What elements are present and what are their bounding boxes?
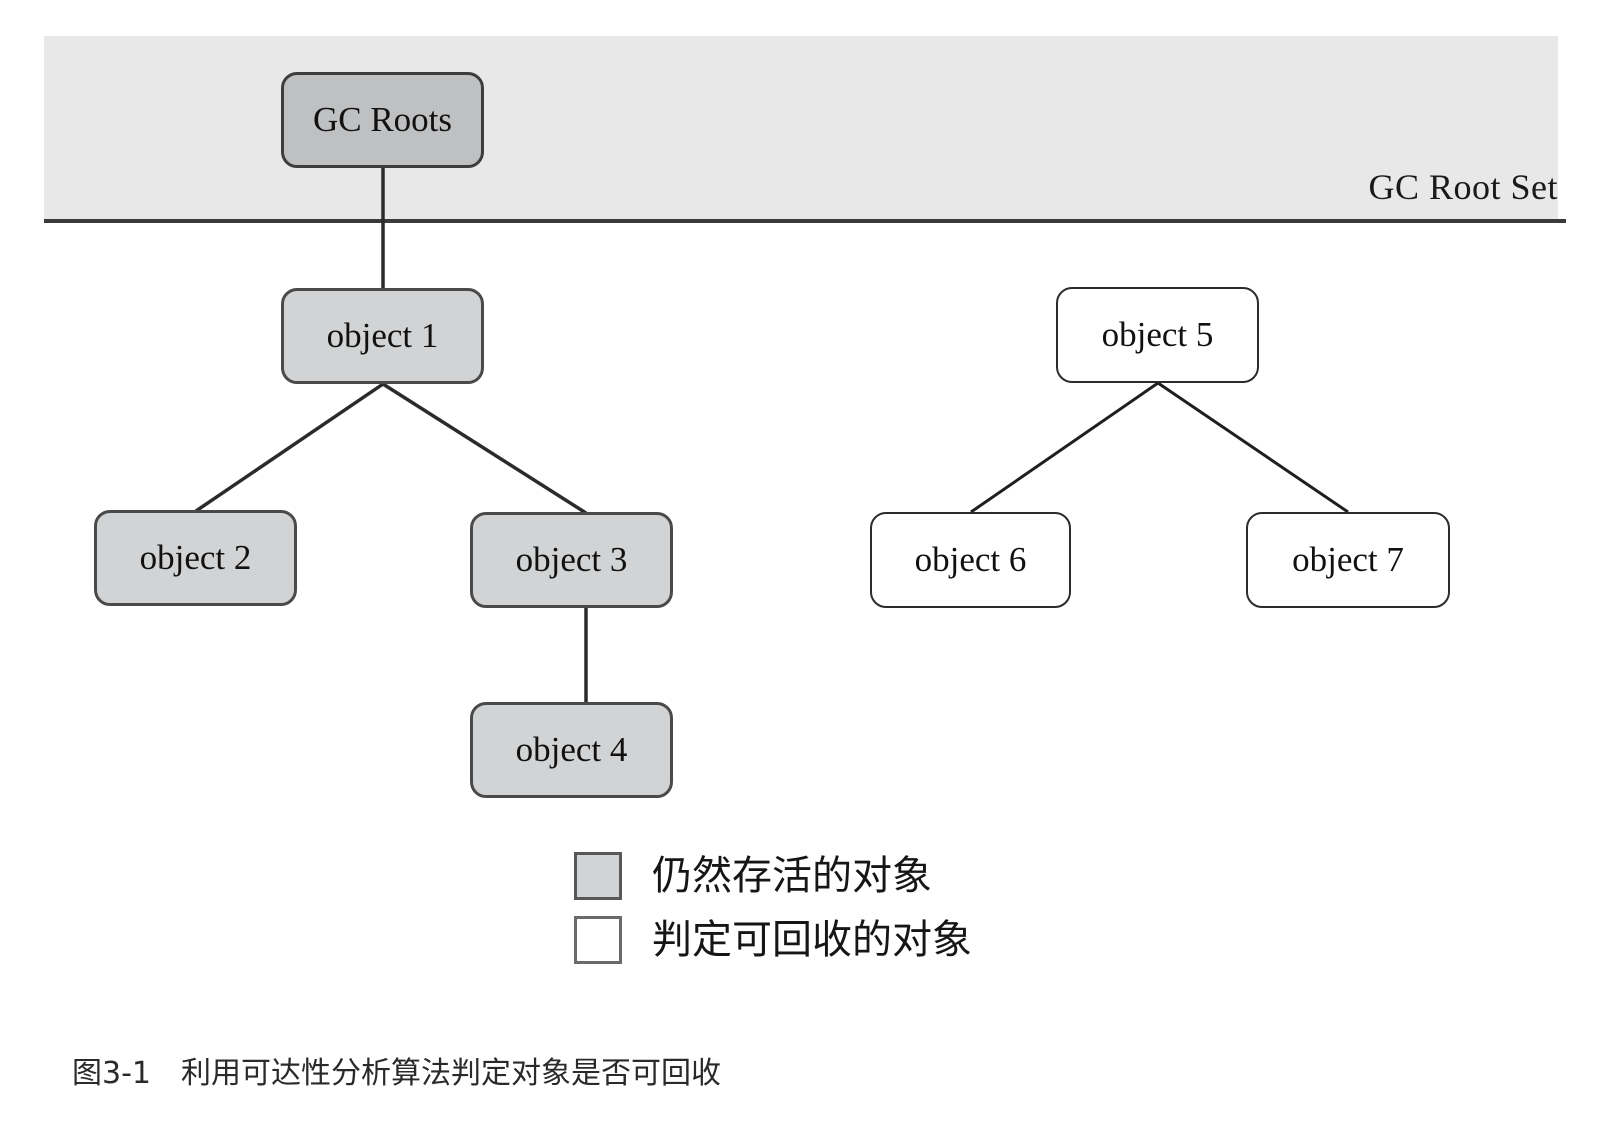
legend: 仍然存活的对象 判定可回收的对象 [574, 844, 972, 972]
figure-caption: 图3-1 利用可达性分析算法判定对象是否可回收 [72, 1056, 721, 1091]
node-object-6-label: object 6 [914, 540, 1027, 579]
node-object-5-label: object 5 [1101, 315, 1214, 354]
node-object-7-label: object 7 [1292, 540, 1404, 579]
legend-item-alive: 仍然存活的对象 [574, 844, 972, 908]
gc-root-set-divider [44, 219, 1566, 223]
gc-root-set-label: GC Root Set [1368, 167, 1558, 207]
node-object-4-label: object 4 [515, 730, 628, 769]
node-gc-roots-label: GC Roots [312, 100, 453, 139]
node-object-5[interactable]: object 5 [1056, 287, 1259, 383]
node-object-2-label: object 2 [139, 538, 252, 577]
node-object-6[interactable]: object 6 [870, 512, 1071, 608]
node-object-1-label: object 1 [326, 316, 439, 355]
edge-object-1-object-3 [382, 382, 587, 515]
legend-item-collectable: 判定可回收的对象 [574, 908, 972, 972]
node-object-3-label: object 3 [515, 540, 628, 579]
legend-swatch-collectable-icon [574, 916, 622, 964]
node-object-3[interactable]: object 3 [470, 512, 673, 608]
legend-label-alive: 仍然存活的对象 [652, 853, 932, 899]
edge-object-1-object-2 [195, 382, 384, 513]
node-object-4[interactable]: object 4 [470, 702, 673, 798]
node-gc-roots[interactable]: GC Roots [281, 72, 484, 168]
node-object-7[interactable]: object 7 [1246, 512, 1450, 608]
gc-root-set-band [44, 36, 1558, 222]
legend-label-collectable: 判定可回收的对象 [652, 917, 972, 963]
edge-object-5-object-7 [1157, 381, 1349, 514]
legend-swatch-alive-icon [574, 852, 622, 900]
node-object-2[interactable]: object 2 [94, 510, 297, 606]
edge-object-5-object-6 [970, 381, 1159, 514]
node-object-1[interactable]: object 1 [281, 288, 484, 384]
